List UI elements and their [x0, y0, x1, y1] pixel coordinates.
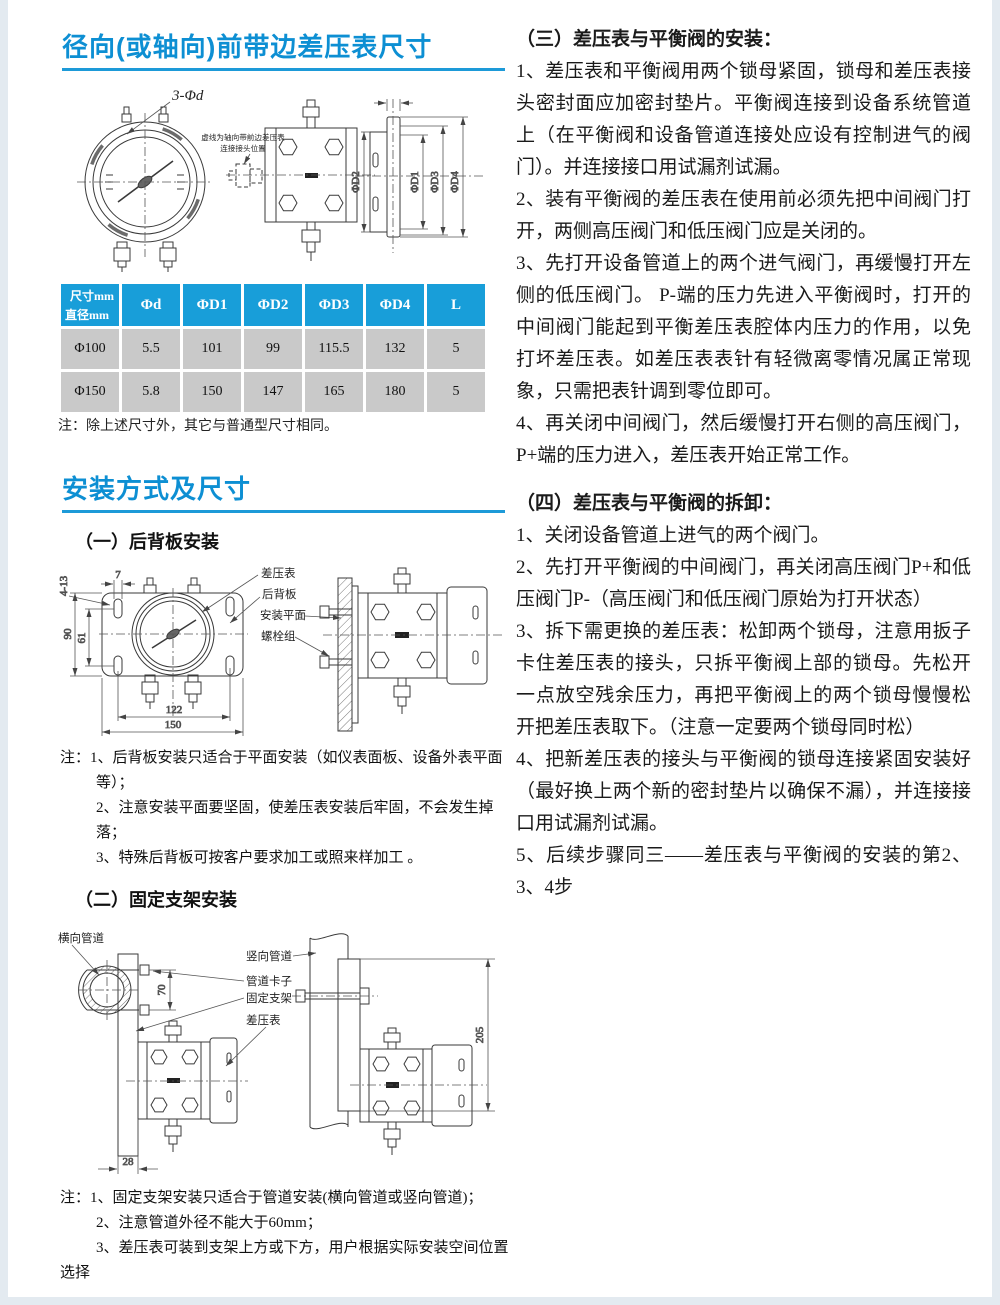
removal-step-3: 3、拆下需更换的差压表：松卸两个锁母，注意用扳子卡住差压表的接头，只拆平衡阀上部… — [516, 621, 971, 738]
dim-122-label: 122 — [166, 704, 183, 716]
col-header: Φd — [122, 284, 180, 326]
row-label: Φ100 — [61, 329, 119, 369]
cell: 115.5 — [305, 329, 363, 369]
dim-28-label: 28 — [123, 1156, 135, 1168]
note-line: 注：1、固定支架安装只适合于管道安装(横向管道或竖向管道)； — [60, 1190, 483, 1206]
cell: 150 — [183, 372, 241, 412]
dimension-table: 尺寸mm 直径mm Φd ΦD1 ΦD2 ΦD3 ΦD4 L Φ100 5.5 … — [58, 281, 488, 415]
bracket-notes: 注：1、固定支架安装只适合于管道安装(横向管道或竖向管道)； 2、注意管道外径不… — [60, 1186, 512, 1286]
table-note: 注：除上述尺寸外，其它与普通型尺寸相同。 — [58, 419, 338, 434]
callout-gauge-label: 差压表 — [246, 1013, 281, 1027]
cell: 5.8 — [122, 372, 180, 412]
hole-count-label: 3-Φd — [171, 88, 204, 104]
bracket-front-view — [78, 953, 248, 1157]
dim-150-label: 150 — [165, 719, 182, 731]
hole-count-callout: 3-Φd — [126, 88, 204, 135]
page-edge-left — [0, 0, 8, 1305]
callout-backplate-label: 后背板 — [262, 587, 297, 601]
table-row: Φ150 5.8 150 147 165 180 5 — [61, 372, 485, 412]
axial-note-line1: 虚线为轴向带前边差压表 — [201, 132, 285, 142]
cell: 5.5 — [122, 329, 180, 369]
axial-note-line2: 连接接头位置 — [220, 143, 266, 153]
cell: 5 — [427, 372, 485, 412]
gauge-side-view — [226, 99, 375, 261]
install-section-heading: （三）差压表与平衡阀的安装： — [516, 29, 783, 50]
bracket-side-view — [292, 933, 487, 1155]
removal-section-heading: （四）差压表与平衡阀的拆卸： — [516, 493, 783, 514]
note-line: 注：1、后背板安装只适合于平面安装（如仪表面板、设备外表平面等）； — [60, 750, 503, 791]
callout-horizontal-pipe-label: 横向管道 — [58, 931, 104, 945]
note-line: 3、差压表可装到支架上方或下方，用户根据实际安装空间位置选择 — [60, 1240, 509, 1281]
col-header: ΦD1 — [183, 284, 241, 326]
callout-mount-surface-label: 安装平面 — [260, 608, 306, 622]
right-column: （三）差压表与平衡阀的安装： 1、差压表和平衡阀用两个锁母紧固，锁母和差压表接头… — [516, 24, 971, 904]
gauge-front-view — [77, 106, 213, 272]
removal-step-2: 2、先打开平衡阀的中间阀门，再关闭高压阀门P+和低压阀门P-（高压阀门和低压阀门… — [516, 557, 971, 610]
removal-step-1: 1、关闭设备管道上进气的两个阀门。 — [516, 525, 830, 546]
install-step-2: 2、装有平衡阀的差压表在使用前必须先把中间阀门打开，两侧高压阀门和低压阀门应是关… — [516, 189, 971, 242]
note-line: 2、注意管道外径不能大于60mm； — [96, 1215, 322, 1231]
corner-diameter-label: 直径mm — [65, 308, 109, 322]
corner-size-label: 尺寸mm — [70, 289, 114, 303]
install-step-1: 1、差压表和平衡阀用两个锁母紧固，锁母和差压表接头密封面应加密封垫片。平衡阀连接… — [516, 61, 971, 178]
dim-61-label: 61 — [76, 633, 88, 644]
drawing-gauge-dimensions: 3-Φd 虚线为轴向带前边差压表 连接接头位置 — [77, 88, 485, 272]
dim-7-label: 7 — [115, 569, 121, 581]
cell: 147 — [244, 372, 302, 412]
cell: 101 — [183, 329, 241, 369]
backplate-dimensions: 4-13 7 90 61 122 150 — [58, 569, 244, 736]
install-step-4: 4、再关闭中间阀门，然后缓慢打开右侧的高压阀门，P+端的压力进入，差压表开始正常… — [516, 413, 971, 466]
axial-position-note: 虚线为轴向带前边差压表 连接接头位置 — [201, 132, 285, 165]
callout-bolt-set-label: 螺栓组 — [261, 629, 296, 643]
cell: 132 — [366, 329, 424, 369]
backplate-front-view — [99, 577, 248, 716]
cell: 99 — [244, 329, 302, 369]
section-title-installation: 安装方式及尺寸 — [62, 474, 505, 513]
col-header: ΦD4 — [366, 284, 424, 326]
dim-slot-label: 4-13 — [58, 575, 70, 596]
dim-phi-d4-label: ΦD4 — [449, 171, 461, 193]
page-edge-right — [992, 0, 1000, 1305]
diameter-dimensions: ΦD2 ΦD1 ΦD3 ΦD4 — [350, 99, 468, 238]
row-label: Φ150 — [61, 372, 119, 412]
note-line: 3、特殊后背板可按客户要求加工或照来样加工 。 — [96, 850, 423, 866]
section-title-gauge-dimensions: 径向(或轴向)前带边差压表尺寸 — [62, 32, 505, 71]
dim-phi-d2-label: ΦD2 — [350, 171, 362, 192]
subsection-bracket-heading: （二）固定支架安装 — [75, 890, 237, 910]
dim-phi-d3-label: ΦD3 — [429, 171, 441, 193]
callout-pipe-clamp-label: 管道卡子 — [246, 974, 292, 988]
table-corner-cell: 尺寸mm 直径mm — [61, 284, 119, 326]
cell: 5 — [427, 329, 485, 369]
dim-90-label: 90 — [62, 628, 74, 640]
note-line: 2、注意安装平面要坚固，使差压表安装后牢固，不会发生掉落； — [96, 800, 494, 841]
removal-step-4: 4、把新差压表的接头与平衡阀的锁母连接紧固安装好（最好换上两个新的密封垫片以确保… — [516, 749, 971, 834]
col-header: ΦD3 — [305, 284, 363, 326]
page-edge-bottom — [0, 1297, 1000, 1305]
cell: 180 — [366, 372, 424, 412]
install-step-3: 3、先打开设备管道上的两个进气阀门，再缓慢打开左侧的低压阀门。 P-端的压力先进… — [516, 253, 971, 402]
callout-gauge-label: 差压表 — [261, 566, 296, 580]
cell: 165 — [305, 372, 363, 412]
dim-phi-d1-label: ΦD1 — [409, 171, 421, 192]
dim-205-label: 205 — [474, 1026, 486, 1043]
backplate-callouts: 差压表 后背板 安装平面 螺栓组 — [201, 566, 342, 657]
col-header: L — [427, 284, 485, 326]
bracket-callouts: 横向管道 竖向管道 管道卡子 固定支架 差压表 — [58, 931, 317, 1067]
drawing-bracket-installation: 70 28 205 横向管道 竖向管道 管道卡子 固定支架 差压表 — [58, 931, 495, 1174]
backplate-side-view — [319, 567, 502, 732]
col-header: ΦD2 — [244, 284, 302, 326]
backplate-notes: 注：1、后背板安装只适合于平面安装（如仪表面板、设备外表平面等）； 2、注意安装… — [60, 746, 512, 871]
callout-vertical-pipe-label: 竖向管道 — [246, 949, 292, 963]
table-row: Φ100 5.5 101 99 115.5 132 5 — [61, 329, 485, 369]
removal-step-5: 5、后续步骤同三——差压表与平衡阀的安装的第2、3、4步 — [516, 845, 971, 898]
drawing-backplate-installation: 4-13 7 90 61 122 150 差压表 后背板 安装平面 螺栓组 — [58, 566, 502, 736]
subsection-backplate-heading: （一）后背板安装 — [75, 532, 219, 552]
callout-bracket-label: 固定支架 — [246, 991, 292, 1005]
dim-70-label: 70 — [156, 984, 168, 996]
